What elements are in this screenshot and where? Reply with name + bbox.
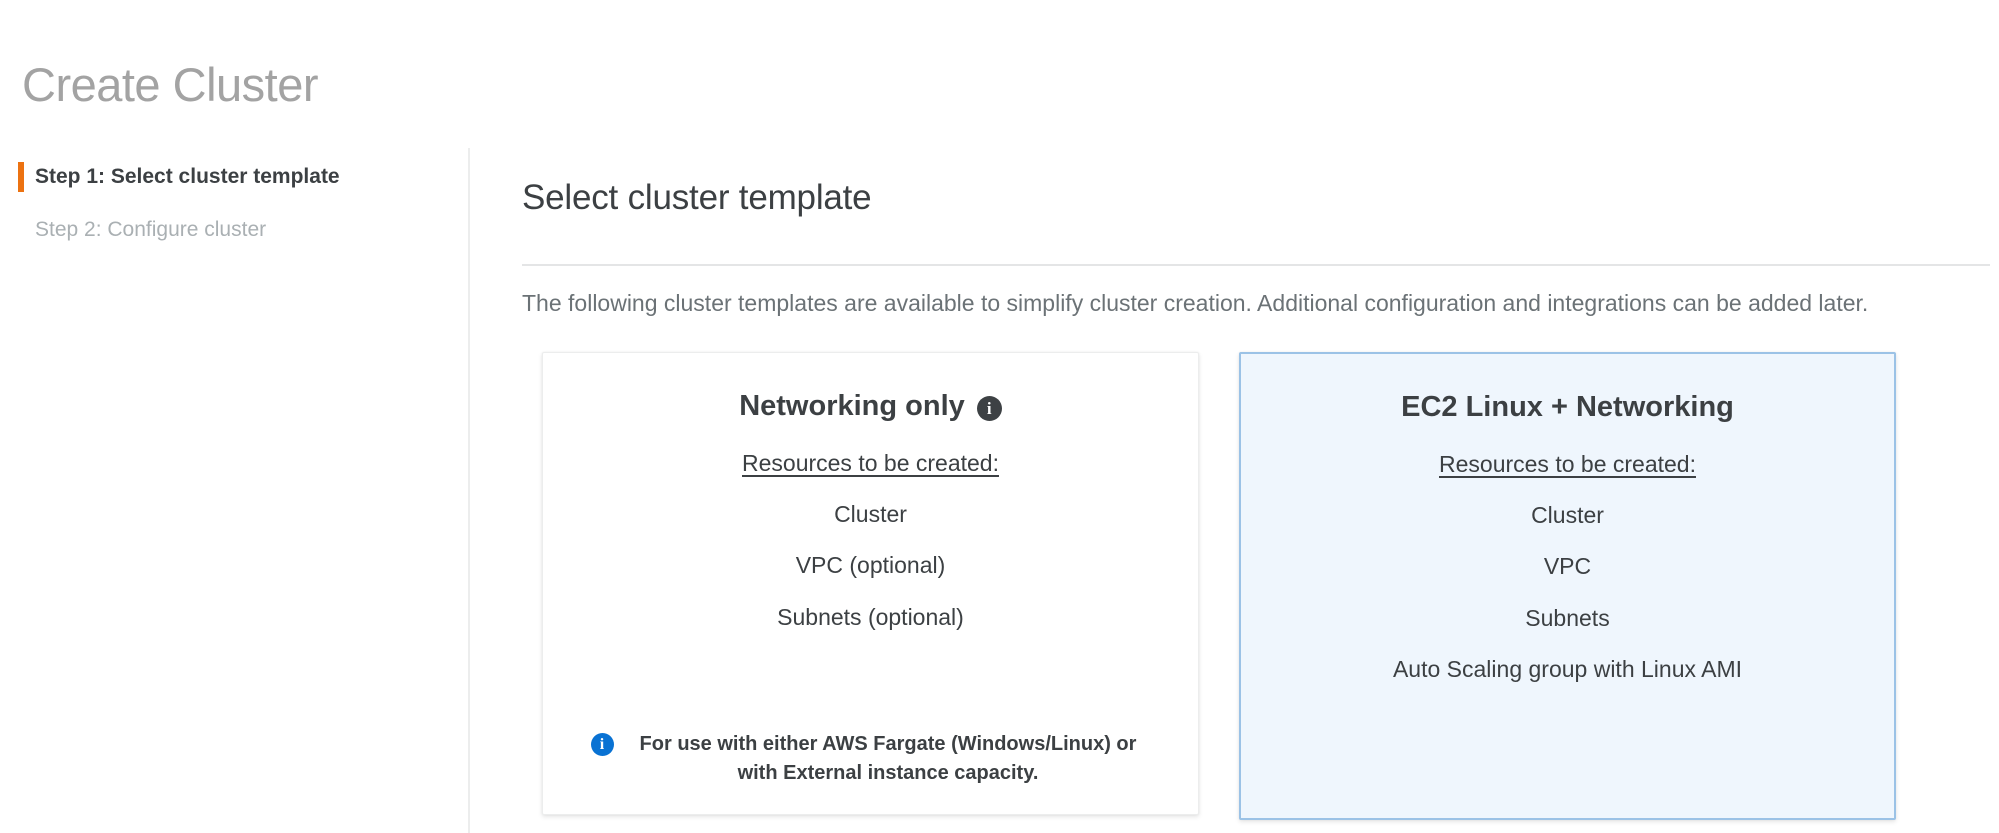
resources-label: Resources to be created: <box>742 449 999 476</box>
sidebar-step-2[interactable]: Step 2: Configure cluster <box>0 217 468 242</box>
list-item: VPC <box>1543 553 1592 580</box>
card-note-text: For use with either AWS Fargate (Windows… <box>639 733 1137 784</box>
resources-list: Cluster VPC (optional) Subnets (optional… <box>569 477 1172 632</box>
list-item: Subnets <box>1525 604 1610 631</box>
resources-label: Resources to be created: <box>1439 450 1696 477</box>
card-title-ec2-linux-networking: EC2 Linux + Networking <box>1401 390 1734 425</box>
card-title-text: Networking only <box>739 390 965 422</box>
template-card-ec2-linux-networking[interactable]: EC2 Linux + Networking Resources to be c… <box>1239 352 1896 820</box>
sidebar-step-1-label: Step 1: Select cluster template <box>35 165 340 188</box>
section-divider <box>522 264 1990 267</box>
sidebar-step-2-label: Step 2: Configure cluster <box>35 218 267 242</box>
section-heading: Select cluster template <box>522 178 872 218</box>
sidebar-step-1[interactable]: Step 1: Select cluster template <box>0 161 468 193</box>
card-title-text: EC2 Linux + Networking <box>1401 391 1734 423</box>
info-icon-blue: i <box>590 733 614 756</box>
wizard-sidebar: Step 1: Select cluster template Step 2: … <box>0 148 470 833</box>
list-item: Subnets (optional) <box>777 603 964 630</box>
template-card-networking-only[interactable]: Networking only i Resources to be create… <box>542 352 1199 815</box>
card-note: i For use with either AWS Fargate (Windo… <box>590 690 1151 788</box>
main-content: Select cluster template The following cl… <box>522 148 1992 343</box>
resources-list: Cluster VPC Subnets Auto Scaling group w… <box>1267 478 1868 684</box>
card-title-networking-only: Networking only i <box>739 389 1002 424</box>
list-item: Auto Scaling group with Linux AMI <box>1392 656 1743 683</box>
section-description: The following cluster templates are avai… <box>522 290 1869 317</box>
list-item: Cluster <box>834 500 907 527</box>
info-icon[interactable]: i <box>976 395 1002 421</box>
template-card-list: Networking only i Resources to be create… <box>542 352 1896 820</box>
list-item: VPC (optional) <box>795 552 946 579</box>
page-title: Create Cluster <box>22 58 319 112</box>
list-item: Cluster <box>1531 501 1604 528</box>
